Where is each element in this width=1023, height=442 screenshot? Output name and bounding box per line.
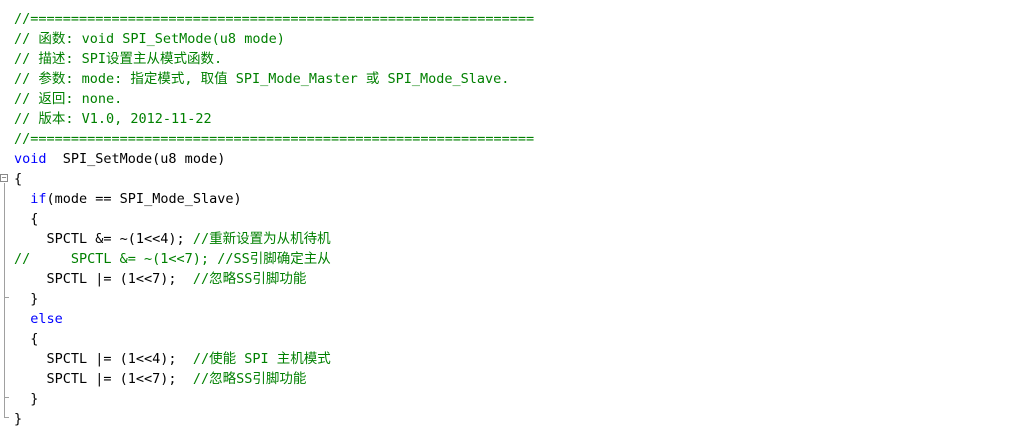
code-text: SPI_SetMode(u8 mode) <box>46 151 226 167</box>
fold-line <box>4 183 5 417</box>
fold-end-marker <box>4 297 9 298</box>
code-line[interactable]: } <box>14 411 23 427</box>
code-line[interactable]: } <box>14 389 534 409</box>
code-line[interactable]: SPCTL |= (1<<7); //忽略SS引脚功能 <box>14 369 534 389</box>
code-line[interactable]: { <box>14 171 23 187</box>
code-line[interactable]: // 版本: V1.0, 2012-11-22 <box>14 111 212 127</box>
code-line[interactable]: } <box>14 289 534 309</box>
code-line[interactable]: // SPCTL &= ~(1<<7); //SS引脚确定主从 <box>14 251 331 267</box>
keyword: void <box>14 151 47 167</box>
fold-end-marker <box>4 417 9 418</box>
code-line[interactable]: // 函数: void SPI_SetMode(u8 mode) <box>14 31 285 47</box>
fold-end-marker <box>4 397 9 398</box>
code-comment: //使能 SPI 主机模式 <box>192 351 331 367</box>
code-line[interactable]: if(mode == SPI_Mode_Slave) <box>14 189 534 209</box>
code-line[interactable]: SPCTL &= ~(1<<4); //重新设置为从机待机 <box>14 229 534 249</box>
keyword: if <box>30 191 47 207</box>
code-line[interactable]: //======================================… <box>14 11 535 27</box>
code-comment: //忽略SS引脚功能 <box>192 371 307 387</box>
code-text: SPCTL |= (1<<4); <box>46 351 193 367</box>
code-line[interactable]: { <box>14 329 534 349</box>
code-text: SPCTL |= (1<<7); <box>46 371 193 387</box>
code-text: } <box>30 291 39 307</box>
code-text: { <box>30 211 39 227</box>
code-comment: //重新设置为从机待机 <box>192 231 331 247</box>
code-text: SPCTL &= ~(1<<4); <box>46 231 193 247</box>
code-line[interactable]: // 返回: none. <box>14 91 123 107</box>
code-line[interactable]: { <box>14 209 534 229</box>
code-comment: //忽略SS引脚功能 <box>192 271 307 287</box>
fold-minus-icon[interactable]: − <box>0 173 8 182</box>
code-text: SPCTL |= (1<<7); <box>46 271 193 287</box>
code-line[interactable]: SPCTL |= (1<<4); //使能 SPI 主机模式 <box>14 349 534 369</box>
code-line[interactable]: // 参数: mode: 指定模式, 取值 SPI_Mode_Master 或 … <box>14 71 510 87</box>
code-line[interactable]: // 描述: SPI设置主从模式函数. <box>14 51 223 67</box>
code-text: } <box>30 391 39 407</box>
code-line[interactable]: //======================================… <box>14 131 535 147</box>
code-text: (mode == SPI_Mode_Slave) <box>46 191 242 207</box>
keyword: else <box>30 311 63 327</box>
code-lines: //======================================… <box>14 9 534 429</box>
fold-gutter: − <box>0 0 10 442</box>
code-line[interactable]: else <box>14 309 534 329</box>
code-line[interactable]: void SPI_SetMode(u8 mode) <box>14 149 534 169</box>
code-line[interactable]: SPCTL |= (1<<7); //忽略SS引脚功能 <box>14 269 534 289</box>
code-text: { <box>30 331 39 347</box>
